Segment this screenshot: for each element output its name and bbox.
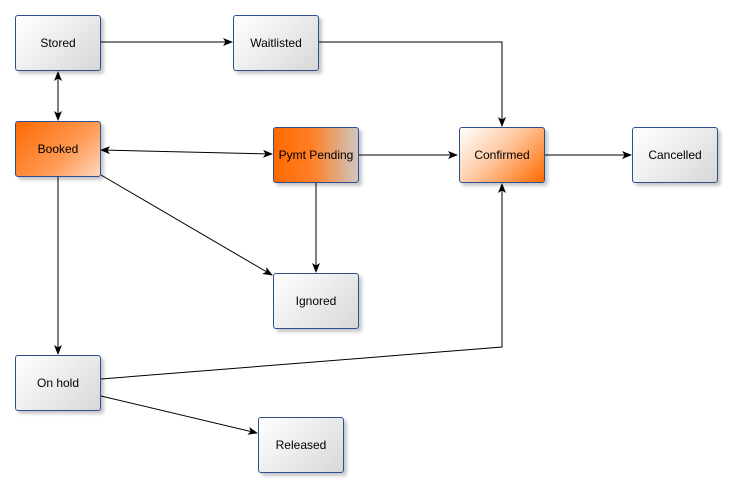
node-stored-label: Stored <box>40 36 76 50</box>
node-on-hold-label: On hold <box>36 376 80 390</box>
edge-booked-ignored <box>100 174 273 276</box>
edge-booked-pymt-pending <box>100 146 273 158</box>
node-waitlisted-label: Waitlisted <box>250 36 302 50</box>
node-waitlisted[interactable]: Waitlisted <box>233 15 319 71</box>
node-on-hold[interactable]: On hold <box>15 355 101 411</box>
node-released-label: Released <box>275 438 327 452</box>
node-cancelled-label: Cancelled <box>648 148 702 162</box>
node-confirmed-label: Confirmed <box>474 148 530 162</box>
node-pymt-pending-label: Pymt Pending <box>278 148 354 162</box>
node-cancelled[interactable]: Cancelled <box>632 127 718 183</box>
node-ignored-label: Ignored <box>295 294 337 308</box>
edge-on-hold-released <box>100 395 258 435</box>
node-booked[interactable]: Booked <box>15 121 101 177</box>
node-stored[interactable]: Stored <box>15 15 101 71</box>
node-booked-label: Booked <box>37 142 79 156</box>
node-pymt-pending[interactable]: Pymt Pending <box>273 127 359 183</box>
node-released[interactable]: Released <box>258 417 344 473</box>
node-ignored[interactable]: Ignored <box>273 273 359 329</box>
node-confirmed[interactable]: Confirmed <box>459 127 545 183</box>
edge-waitlisted-confirmed <box>319 41 506 127</box>
edge-on-hold-confirmed <box>100 183 506 380</box>
